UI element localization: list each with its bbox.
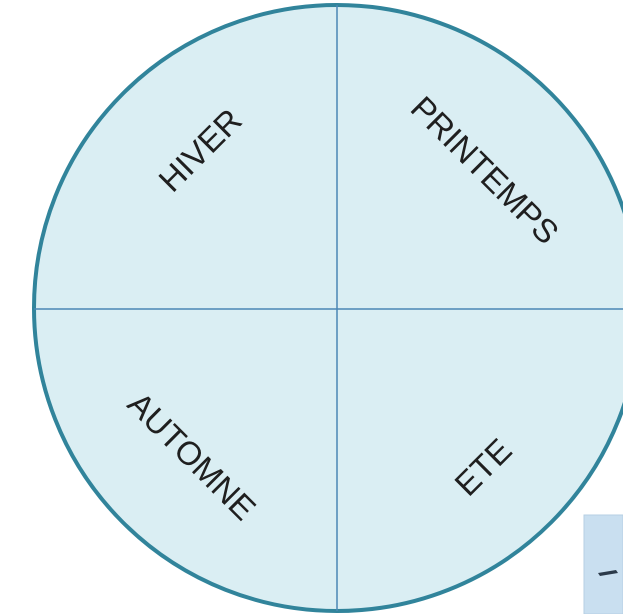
seasons-circle [32, 3, 623, 613]
corner-image-fragment [583, 514, 623, 614]
